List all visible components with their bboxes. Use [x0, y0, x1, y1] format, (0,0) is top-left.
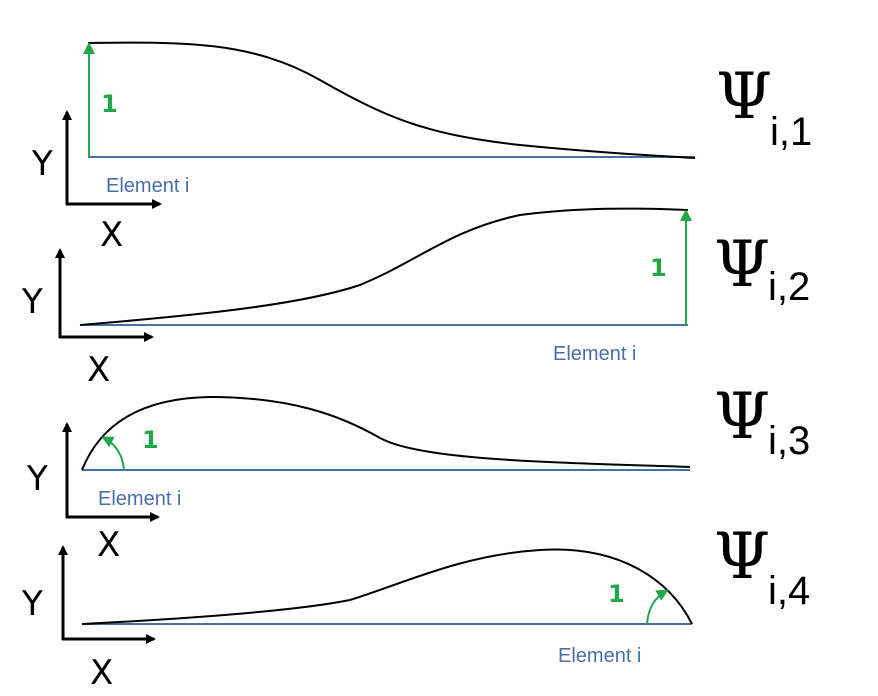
unit-label: 1	[650, 254, 667, 282]
shape-function-curve	[79, 207, 689, 326]
axes-panel-2: Y X	[21, 248, 154, 390]
x-axis-label: X	[87, 350, 110, 390]
element-label: Element i	[553, 343, 636, 365]
psi-symbol: Ψ	[716, 60, 772, 134]
unit-label: 1	[101, 90, 118, 118]
panel-1: Y X Element i 1 Ψ i,1	[31, 41, 812, 255]
element-label: Element i	[106, 175, 189, 197]
axes-panel-1: Y X	[31, 110, 162, 255]
x-axis-label: X	[90, 653, 113, 693]
y-axis-label: Y	[31, 144, 53, 184]
psi-symbol: Ψ	[714, 520, 770, 594]
psi-symbol: Ψ	[714, 380, 770, 454]
axes-panel-4: Y X	[21, 545, 156, 693]
psi-subscript: i,1	[770, 110, 812, 154]
shape-function-curve	[81, 548, 693, 625]
psi-subscript: i,3	[768, 419, 810, 463]
panel-4: Y X Element i 1 Ψ i,4	[21, 520, 810, 693]
unit-rotation-arrow	[646, 589, 669, 625]
unit-label: 1	[608, 580, 625, 608]
shape-function-curve	[87, 41, 696, 159]
y-axis-label: Y	[26, 459, 48, 499]
psi-symbol: Ψ	[714, 228, 770, 302]
panel-2: Y X Element i 1 Ψ i,2	[21, 207, 810, 390]
axes-panel-3: Y X	[26, 422, 160, 565]
y-axis-label: Y	[21, 282, 43, 322]
unit-label: 1	[142, 426, 159, 454]
shape-function-curve	[81, 395, 691, 471]
unit-rotation-arrow	[101, 436, 125, 471]
panel-3: Y X Element i 1 Ψ i,3	[26, 380, 810, 565]
psi-subscript: i,4	[768, 569, 810, 613]
psi-subscript: i,2	[768, 265, 810, 309]
y-axis-label: Y	[21, 584, 43, 624]
x-axis-label: X	[97, 525, 120, 565]
element-label: Element i	[98, 488, 181, 510]
x-axis-label: X	[100, 215, 123, 255]
element-label: Element i	[558, 645, 641, 667]
